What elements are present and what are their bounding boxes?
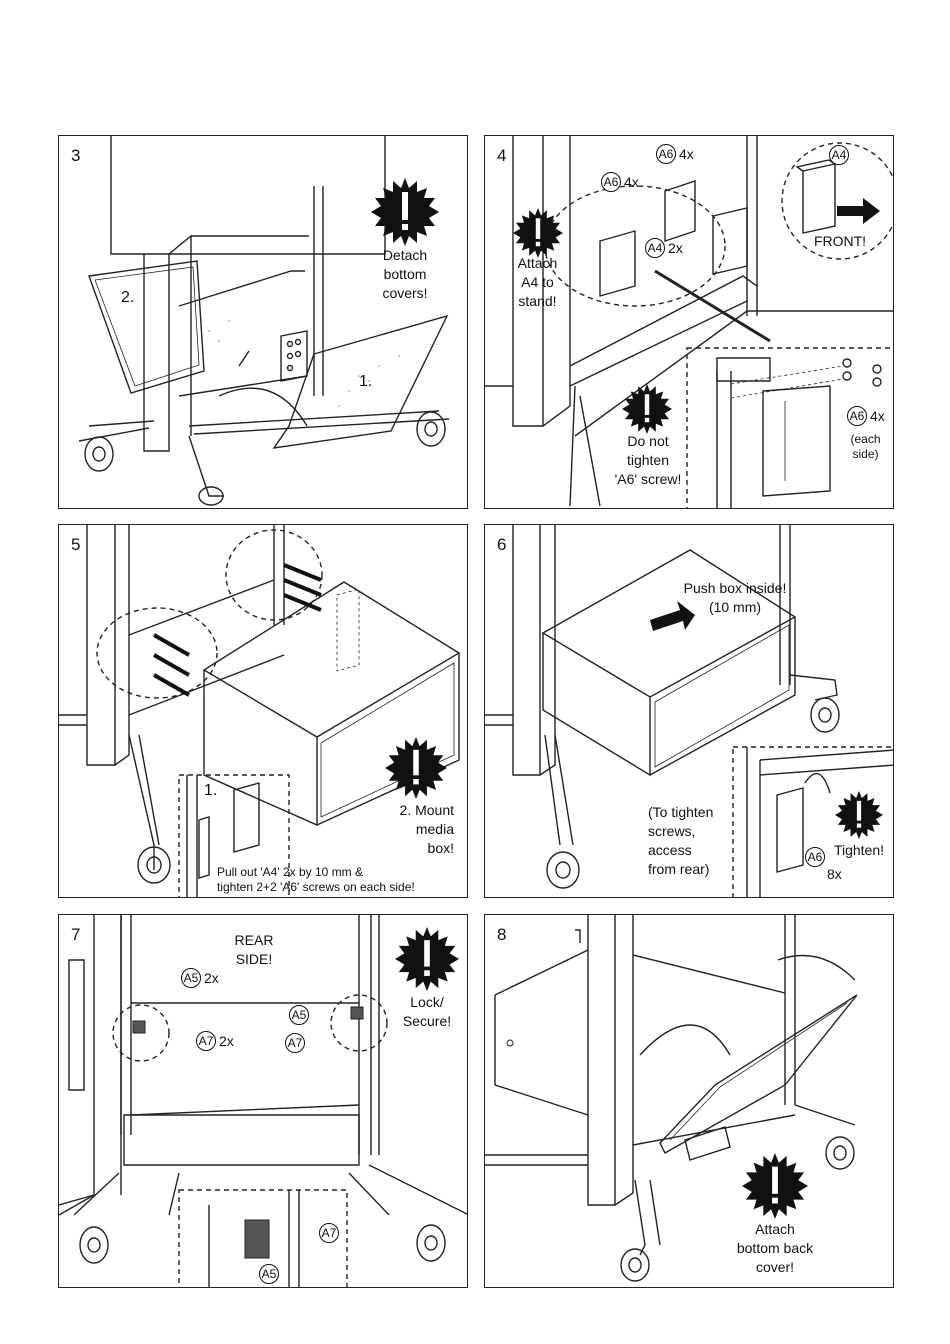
step-3-illustration (78, 136, 450, 506)
push-box-text: Push box inside! (10 mm) (683, 580, 787, 615)
part-tag-a7: A7 (285, 1033, 305, 1053)
part-tag-a7: A7 (319, 1223, 339, 1243)
step-number: 5 (71, 535, 81, 554)
step-4-panel: 4 Attach A4 to stand! FRONT! Do not tigh… (484, 135, 894, 509)
step-4-illustration (485, 136, 893, 508)
step-7-illustration (59, 915, 467, 1287)
part-tag-a5: A5 (289, 1005, 309, 1025)
attach-a4-text: Attach A4 to stand! (517, 255, 558, 309)
step-3-panel: 3 Detach bottom covers! 1. 2. (58, 135, 468, 509)
front-label: FRONT! (813, 233, 867, 249)
step-8-panel: 8 Attach bottom back cover! (484, 914, 894, 1288)
each-side-text: (each side) (850, 432, 881, 461)
attach-back-cover-text: Attach bottom back cover! (736, 1221, 814, 1275)
step-8-illustration (485, 915, 858, 1282)
step-number: 3 (71, 146, 81, 165)
warning-icon (513, 208, 563, 258)
part-tag-a4: A4 (829, 145, 852, 165)
warning-icon (742, 1153, 808, 1219)
part-tag-a6: A6 (805, 847, 825, 867)
step-5-panel: 5 1. 2. Mount media box! Pull out 'A4' 2… (58, 524, 468, 898)
mount-media-box-text: 2. Mount media box! (399, 802, 454, 856)
eight-x-count: 8x (827, 866, 842, 882)
step-number: 7 (71, 925, 81, 944)
step-number: 6 (497, 535, 507, 554)
do-not-tighten-text: Do not tighten 'A6' screw! (614, 433, 682, 487)
access-from-rear-text: (To tighten screws, access from rear) (648, 804, 714, 877)
callout-1: 1. (359, 373, 373, 390)
tighten-text: Tighten! (833, 842, 885, 858)
warning-icon-2 (622, 384, 672, 434)
step-6-illustration (485, 525, 893, 897)
warning-icon (385, 737, 447, 799)
step-number: 4 (497, 146, 507, 165)
step-6-panel: 6 Push box inside! (10 mm) (To tighten s… (484, 524, 894, 898)
callout-2: 2. (121, 289, 135, 306)
callout-1: 1. (204, 782, 218, 799)
warning-icon (835, 791, 883, 839)
warning-icon (395, 927, 459, 991)
step-number: 8 (497, 925, 507, 944)
part-tag-a5: A5 (259, 1264, 279, 1284)
detach-covers-text: Detach bottom covers! (382, 247, 428, 301)
pull-out-instruction: Pull out 'A4' 2x by 10 mm & tighten 2+2 … (217, 865, 415, 894)
warning-icon (371, 178, 439, 246)
lock-secure-text: Lock/ Secure! (402, 994, 452, 1029)
step-5-illustration (59, 525, 461, 897)
rear-side-text: REAR SIDE! (234, 932, 274, 967)
